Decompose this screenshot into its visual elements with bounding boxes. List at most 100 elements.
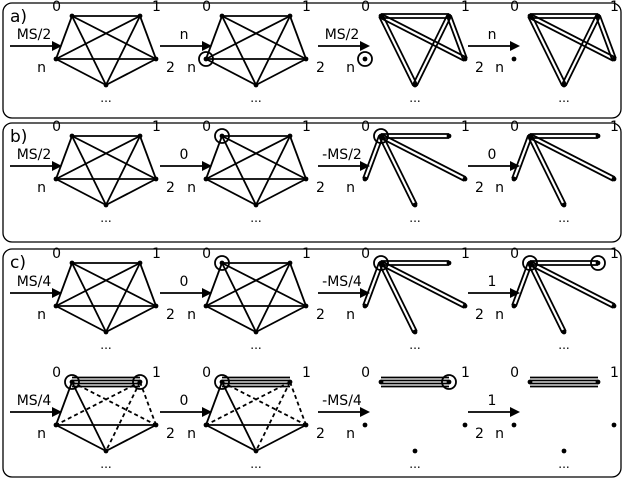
node-dot [153,303,159,309]
arrow-label: MS/4 [17,393,52,409]
arrow-label: MS/4 [17,274,52,290]
edge [139,15,157,60]
node-dot [611,56,617,62]
edge [105,178,157,206]
node-label-1: 1 [610,0,619,15]
node-label-1: 1 [461,0,470,15]
node-dot [412,448,418,454]
node-dot [287,13,293,19]
node-dot [69,379,75,385]
arrow-label: 1 [488,274,497,290]
node-ring [357,51,373,67]
node-dot [561,448,567,454]
arrow-label: 0 [180,147,189,163]
edge [379,16,465,62]
node-ring [373,128,389,144]
transition-arrow-6: -MS/2 [318,147,370,171]
transition-arrow-2: MS/2 [318,27,370,51]
node-label-ellipsis: ... [250,338,261,352]
node-label-n: n [187,180,196,196]
arrow-head [52,288,62,298]
edge [511,261,529,306]
edge [446,16,464,61]
node-dot [462,56,468,62]
node-dot [362,422,368,428]
node-label-2: 2 [166,426,175,442]
edge [55,135,73,180]
edge [527,16,564,87]
node-label-n: n [37,180,46,196]
edge [530,261,567,332]
node-label-2: 2 [316,180,325,196]
edge [105,135,141,206]
node-label-2: 2 [316,60,325,76]
node-dot [287,260,293,266]
node-dot [137,379,143,385]
arrow-head [52,41,62,51]
edge [564,16,601,87]
edge [450,14,468,59]
edge [289,15,307,60]
node-label-2: 2 [316,307,325,323]
transition-arrow-8: MS/4 [10,274,62,298]
panel-label: c) [10,253,26,273]
node-label-2: 2 [475,180,484,196]
node-label-ellipsis: ... [409,211,420,225]
node-dot [219,133,225,139]
node-dot [219,260,225,266]
edge [205,15,291,60]
edge [289,135,307,180]
node-label-ellipsis: ... [558,338,569,352]
edge [362,134,380,179]
edge [528,136,614,182]
edge [378,16,415,87]
node-label-ellipsis: ... [100,457,111,471]
node-dot [412,329,418,335]
node-dot [412,202,418,208]
node-dot [446,260,452,266]
edge [55,15,141,60]
edge [561,14,598,85]
edge [55,58,107,86]
node-label-n: n [495,180,504,196]
node-dot [378,379,384,385]
edge [221,15,307,60]
arrow-head [202,407,212,417]
node-dot [595,13,601,19]
node-label-2: 2 [166,307,175,323]
arrow-head [202,288,212,298]
node-dot [527,13,533,19]
arrow-label: 0 [180,393,189,409]
node-label-ellipsis: ... [250,91,261,105]
edge [289,262,307,307]
node-label-1: 1 [152,0,161,15]
node-ring [198,51,214,67]
edge [515,263,533,308]
arrow-head [360,407,370,417]
node-dot [511,422,517,428]
node-dot [53,176,59,182]
node-label-n: n [37,426,46,442]
node-dot [611,422,617,428]
node-dot [378,260,384,266]
transition-arrow-7: 0 [468,147,520,171]
node-dot [462,422,468,428]
node-dot [303,176,309,182]
transition-arrow-12: MS/4 [10,393,62,417]
edge [381,133,467,179]
node-label-0: 0 [202,0,211,15]
edge [205,262,291,307]
transition-arrow-4: MS/2 [10,147,62,171]
panel-frame [2,248,622,478]
edge [381,260,467,306]
edge [71,381,107,452]
node-label-ellipsis: ... [558,91,569,105]
edge [71,262,157,307]
node-dot [446,133,452,139]
arrow-label: MS/2 [17,27,52,43]
node-label-ellipsis: ... [250,211,261,225]
arrow-head [360,288,370,298]
